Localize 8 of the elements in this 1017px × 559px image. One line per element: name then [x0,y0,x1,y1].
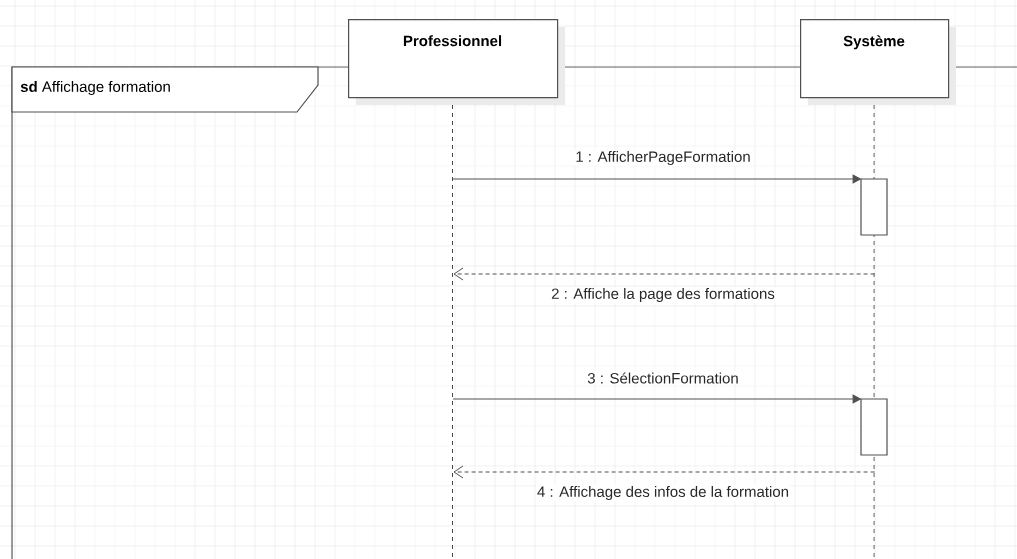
frame-label: sd Affichage formation [11,66,319,113]
edge-label: 4 : Affichage des infos de la formation [535,485,791,501]
edge-label: 1 : AfficherPageFormation [574,150,752,166]
lifeline: Système [800,19,956,559]
message-arrow [453,267,876,281]
edge-label: 2 : Affiche la page des formations [550,287,776,303]
edge-label: 3 : SélectionFormation [586,371,740,385]
message-arrow [453,465,876,479]
